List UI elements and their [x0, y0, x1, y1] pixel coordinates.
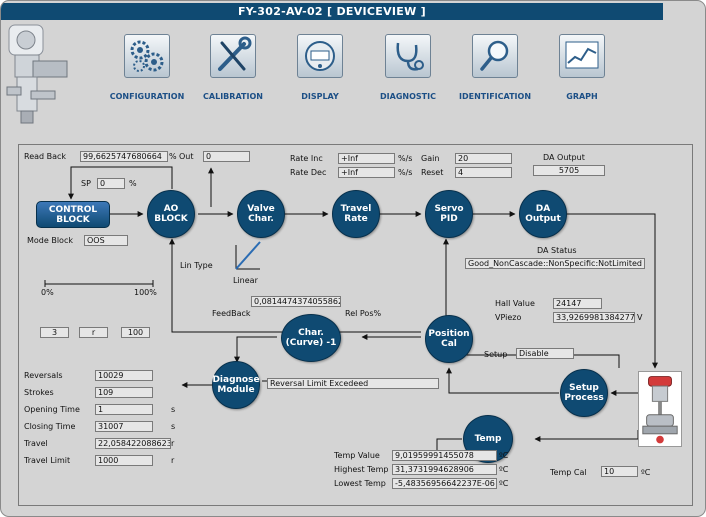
gain-label: Gain: [421, 154, 440, 163]
temp-label: Temp Value: [334, 451, 380, 460]
gears-icon: [130, 40, 164, 72]
setup-label: Setup: [484, 350, 508, 359]
out-label: Out: [179, 152, 194, 161]
wrench-screwdriver-icon: [218, 36, 252, 71]
temp-field: 31,3731994628906: [392, 464, 497, 475]
bar-max-label: 100%: [134, 288, 157, 297]
feedback-label: FeedBack: [212, 309, 251, 318]
rate-inc-unit: %/s: [398, 154, 413, 163]
vpiezo-label: VPiezo: [495, 313, 522, 322]
stat-label: Closing Time: [24, 422, 76, 431]
ao-block[interactable]: AO BLOCK: [147, 190, 195, 238]
window-title: FY-302-AV-02 [ DEVICEVIEW ]: [1, 3, 663, 20]
menu-identification[interactable]: IDENTIFICATION: [447, 34, 543, 104]
rate-dec-field[interactable]: +Inf: [338, 167, 395, 178]
da-status-field: Good_NonCascade::NonSpecific:NotLimited: [465, 258, 645, 269]
temp-field: -5,48356956642237E-06: [392, 478, 497, 489]
stat-label: Travel Limit: [24, 456, 71, 465]
display-icon: [305, 41, 335, 71]
stethoscope-icon: [396, 42, 424, 71]
range-field-c[interactable]: 100: [121, 327, 150, 338]
stat-unit: s: [171, 405, 176, 414]
temp-label: Lowest Temp: [334, 479, 386, 488]
bar-min-label: 0%: [41, 288, 54, 297]
sp-field[interactable]: 0: [97, 178, 125, 189]
gain-field[interactable]: 20: [455, 153, 512, 164]
temp-label: Highest Temp: [334, 465, 389, 474]
stat-label: Reversals: [24, 371, 63, 380]
char-curve-inverse-block[interactable]: Char. (Curve) -1: [281, 314, 341, 362]
temp-cal-unit: ºC: [641, 468, 651, 477]
da-output-field: 5705: [533, 165, 605, 176]
menu-display[interactable]: DISPLAY: [272, 34, 368, 104]
rel-pos-label: Rel Pos%: [345, 309, 382, 318]
sp-unit: %: [129, 179, 137, 188]
control-valve-image: [638, 371, 682, 447]
rate-dec-unit: %/s: [398, 168, 413, 177]
magnifier-icon: [480, 40, 509, 71]
lin-type-label: Lin Type: [180, 261, 213, 270]
mode-block-field[interactable]: OOS: [84, 235, 128, 246]
menu-diagnostic[interactable]: DIAGNOSTIC: [360, 34, 456, 104]
da-status-label: DA Status: [537, 246, 577, 255]
temp-unit: ºC: [499, 479, 509, 488]
control-block[interactable]: CONTROL BLOCK: [36, 201, 110, 228]
temp-cal-field[interactable]: 10: [601, 466, 638, 477]
stat-field: 31007: [95, 421, 153, 432]
rate-dec-label: Rate Dec: [290, 168, 327, 177]
graph-icon: [565, 41, 599, 69]
range-field-a[interactable]: 3: [40, 327, 69, 338]
travel-rate-block[interactable]: Travel Rate: [332, 190, 380, 238]
rate-inc-label: Rate Inc: [290, 154, 323, 163]
reset-label: Reset: [421, 168, 444, 177]
menu-calibration[interactable]: CALIBRATION: [185, 34, 281, 104]
temp-unit: ºC: [499, 451, 509, 460]
vpiezo-field: 33,9269981384277: [553, 312, 635, 323]
diagnose-module-block[interactable]: Diagnose Module: [212, 361, 260, 409]
temp-field: 9,01959991455078: [392, 450, 497, 461]
positioner-device-image: [6, 24, 68, 124]
setup-field[interactable]: Disable: [516, 348, 574, 359]
menu-graph[interactable]: GRAPH: [534, 34, 630, 104]
readback-unit: %: [169, 152, 177, 161]
vpiezo-unit: V: [637, 313, 643, 322]
servo-pid-block[interactable]: Servo PID: [425, 190, 473, 238]
feedback-field: 0,0814474374055862: [251, 296, 341, 307]
stat-unit: r: [171, 439, 175, 448]
menu-configuration[interactable]: CONFIGURATION: [99, 34, 195, 104]
stat-unit: r: [171, 456, 175, 465]
block-diagram-panel: Read Back 99,6625747680664 % Out 0 SP 0 …: [18, 144, 693, 506]
position-cal-block[interactable]: Position Cal: [425, 315, 473, 363]
lin-type-value[interactable]: Linear: [233, 276, 258, 285]
stat-label: Travel: [24, 439, 48, 448]
diagnostic-message-field: Reversal Limit Excedeed: [267, 378, 439, 389]
stat-label: Strokes: [24, 388, 54, 397]
stat-label: Opening Time: [24, 405, 80, 414]
stat-unit: s: [171, 422, 176, 431]
rate-inc-field[interactable]: +Inf: [338, 153, 395, 164]
da-output-label: DA Output: [543, 153, 585, 162]
readback-field: 99,6625747680664: [80, 151, 168, 162]
temp-unit: ºC: [499, 465, 509, 474]
da-output-block[interactable]: DA Output: [519, 190, 567, 238]
mode-block-label: Mode Block: [27, 236, 73, 245]
stat-field: 22,058422088623: [95, 438, 171, 449]
linear-curve-icon: [235, 241, 261, 270]
stat-field: 1: [95, 404, 153, 415]
sp-label: SP: [81, 179, 91, 188]
out-field: 0: [203, 151, 250, 162]
readback-label: Read Back: [24, 152, 67, 161]
valve-char-block[interactable]: Valve Char.: [237, 190, 285, 238]
hall-value-field: 24147: [553, 298, 602, 309]
temp-cal-label: Temp Cal: [550, 468, 587, 477]
hall-value-label: Hall Value: [495, 299, 535, 308]
range-field-b[interactable]: r: [79, 327, 108, 338]
stat-field: 109: [95, 387, 153, 398]
stat-field: 1000: [95, 455, 153, 466]
stat-field: 10029: [95, 370, 153, 381]
reset-field[interactable]: 4: [455, 167, 512, 178]
setup-process-block[interactable]: Setup Process: [560, 369, 608, 417]
